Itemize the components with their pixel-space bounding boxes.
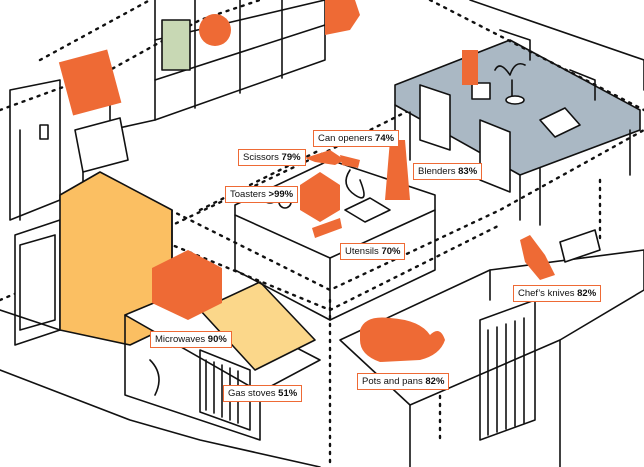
label-name: Chef’s knives xyxy=(518,288,575,299)
label-percent: 82% xyxy=(577,288,597,299)
label-percent: 79% xyxy=(281,152,301,163)
dining-table xyxy=(394,29,641,226)
left-counter xyxy=(0,117,321,467)
can-opener-shape xyxy=(340,155,360,168)
pots-pans-shape xyxy=(360,317,445,362)
label-toasters: Toasters >99% xyxy=(225,186,299,203)
label-percent: >99% xyxy=(268,189,294,200)
top-shape xyxy=(325,0,360,35)
knife-shape xyxy=(520,235,555,280)
cabinet-panel-shape xyxy=(58,49,122,116)
label-percent: 51% xyxy=(278,388,298,399)
toaster-shape xyxy=(300,172,340,222)
microwave-shape xyxy=(152,250,222,320)
label-name: Toasters xyxy=(230,189,266,200)
label-gas-stoves: Gas stoves 51% xyxy=(223,385,303,402)
label-percent: 74% xyxy=(375,133,395,144)
label-name: Can openers xyxy=(318,133,373,144)
label-microwaves: Microwaves 90% xyxy=(150,331,232,348)
label-name: Utensils xyxy=(345,246,379,257)
label-name: Microwaves xyxy=(155,334,206,345)
highlighted-items xyxy=(58,0,555,362)
label-name: Gas stoves xyxy=(228,388,276,399)
blender-shape xyxy=(385,140,410,200)
label-percent: 83% xyxy=(458,166,478,177)
scissors-shape xyxy=(305,150,345,165)
label-name: Blenders xyxy=(418,166,456,177)
label-can-openers: Can openers 74% xyxy=(313,130,400,147)
utensils-shape xyxy=(312,218,342,238)
label-percent: 82% xyxy=(425,376,445,387)
stove-cabinet xyxy=(124,281,321,441)
label-chefs-knives: Chef’s knives 82% xyxy=(513,285,602,302)
bottle-shape xyxy=(462,50,478,85)
label-percent: 90% xyxy=(207,334,227,345)
label-name: Scissors xyxy=(243,152,279,163)
label-name: Pots and pans xyxy=(362,376,423,387)
label-utensils: Utensils 70% xyxy=(340,243,406,260)
label-percent: 70% xyxy=(381,246,401,257)
pot-shape xyxy=(199,14,231,46)
label-pots-and-pans: Pots and pans 82% xyxy=(357,373,450,390)
label-scissors: Scissors 79% xyxy=(238,149,306,166)
label-blenders: Blenders 83% xyxy=(413,163,483,180)
right-partition xyxy=(428,0,644,112)
